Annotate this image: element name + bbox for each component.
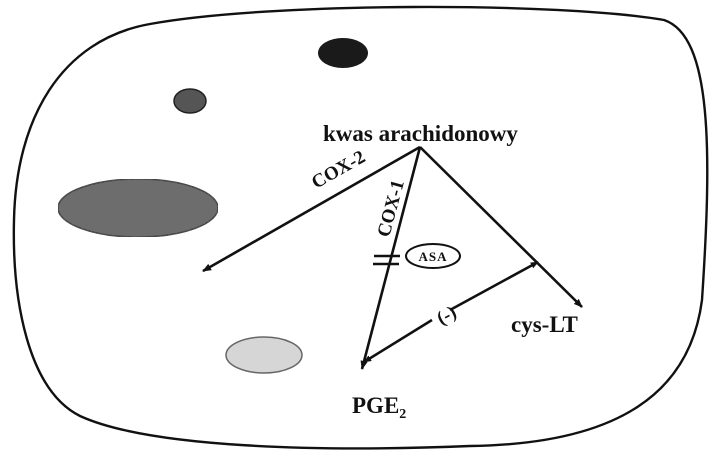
organelle-speckled [58,179,218,237]
pge2-base: PGE [352,393,399,418]
cyslt-label: cys-LT [511,312,578,337]
pge2-label: PGE2 [352,393,406,422]
organelle-light [226,337,302,373]
pge2-subscript: 2 [399,407,406,422]
organelle-small-grey [174,89,206,113]
substrate-label: kwas arachidonowy [323,121,518,146]
organelle-dark [318,38,368,68]
asa-label: ASA [418,249,447,264]
